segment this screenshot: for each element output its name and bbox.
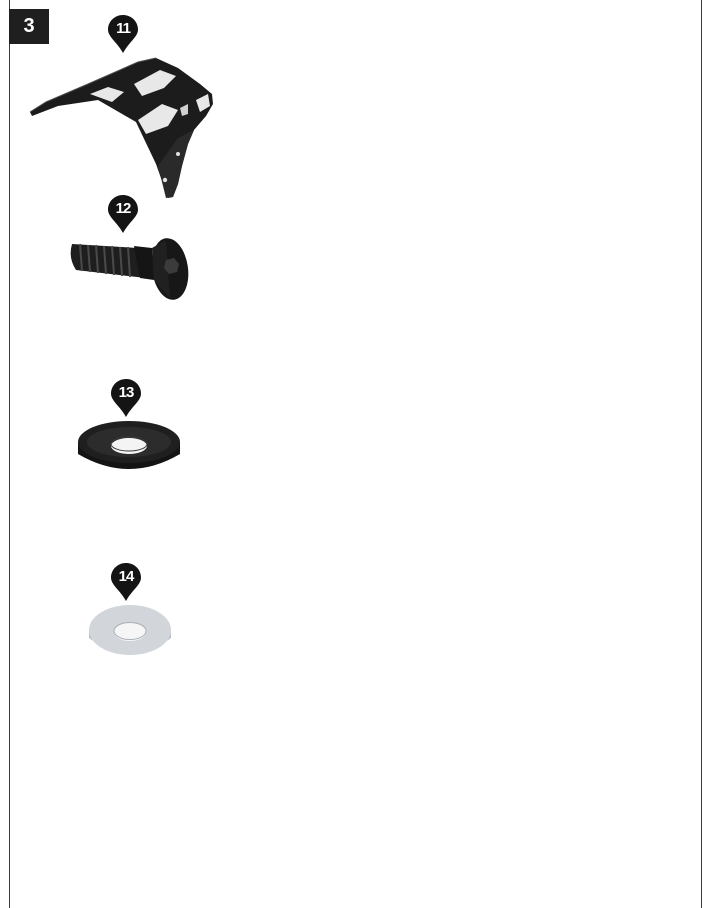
rack-bracket-icon bbox=[28, 54, 218, 202]
callout-pin-11: 11 bbox=[107, 14, 139, 54]
countersunk-washer-icon bbox=[74, 418, 184, 480]
countersunk-bolt-icon bbox=[68, 234, 192, 304]
flat-washer-icon bbox=[86, 602, 174, 666]
page-border-right bbox=[701, 0, 702, 908]
step-number-badge: 3 bbox=[9, 9, 49, 44]
callout-number-13: 13 bbox=[110, 384, 142, 401]
callout-pin-14: 14 bbox=[110, 562, 142, 602]
page-border-left bbox=[9, 0, 10, 908]
callout-pin-12: 12 bbox=[107, 194, 139, 234]
callout-pin-13: 13 bbox=[110, 378, 142, 418]
callout-number-11: 11 bbox=[107, 20, 139, 37]
callout-number-12: 12 bbox=[107, 200, 139, 217]
callout-number-14: 14 bbox=[110, 568, 142, 585]
